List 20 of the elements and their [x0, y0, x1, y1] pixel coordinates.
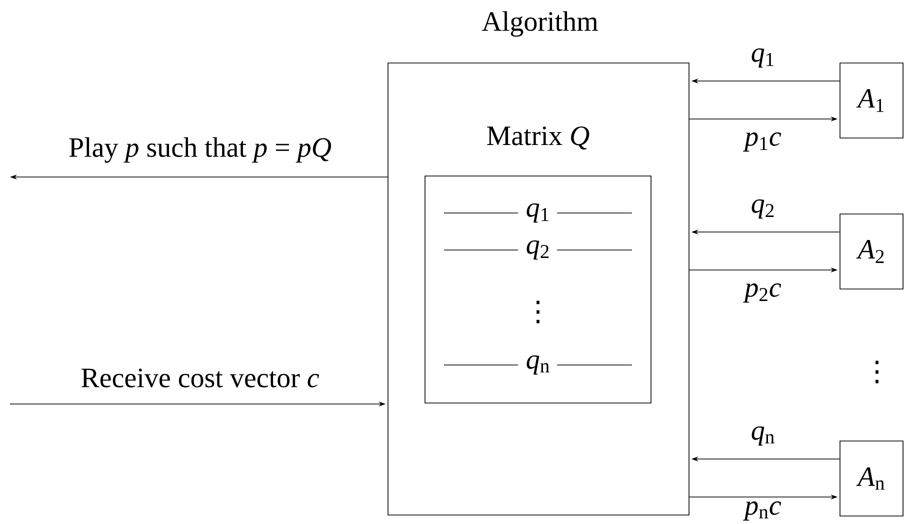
box-heading: Matrix Q [487, 126, 590, 150]
edge-label: q$_{2}$ [750, 198, 776, 220]
edge-label: p$_{1}$c [743, 131, 782, 153]
algorithm-box [388, 11, 690, 516]
edge-label: q$_{1}$ [750, 47, 776, 69]
edge-label: Play p such that p = pQ [67, 136, 333, 164]
matrix-row: q$_{2}$ [526, 240, 549, 260]
agent-box: A$_{n}$ [840, 440, 904, 516]
box-title: Algorithm [482, 11, 598, 37]
matrix-row: q$_{n}$ [526, 355, 550, 375]
edge-label: p$_{n}$c [743, 500, 782, 522]
ellipsis: ⋮ [876, 360, 878, 384]
edge-label: p$_{2}$c [743, 282, 782, 304]
edge-label: q$_{n}$ [750, 425, 776, 447]
matrix-row: ⋮ [536, 300, 540, 324]
edge-label: Receive cost vector c [80, 368, 320, 388]
agent-box: A$_{2}$ [840, 214, 904, 290]
agent-box: A$_{1}$ [840, 62, 904, 138]
matrix-row: q$_{1}$ [526, 203, 548, 223]
matrix-box [424, 176, 652, 404]
